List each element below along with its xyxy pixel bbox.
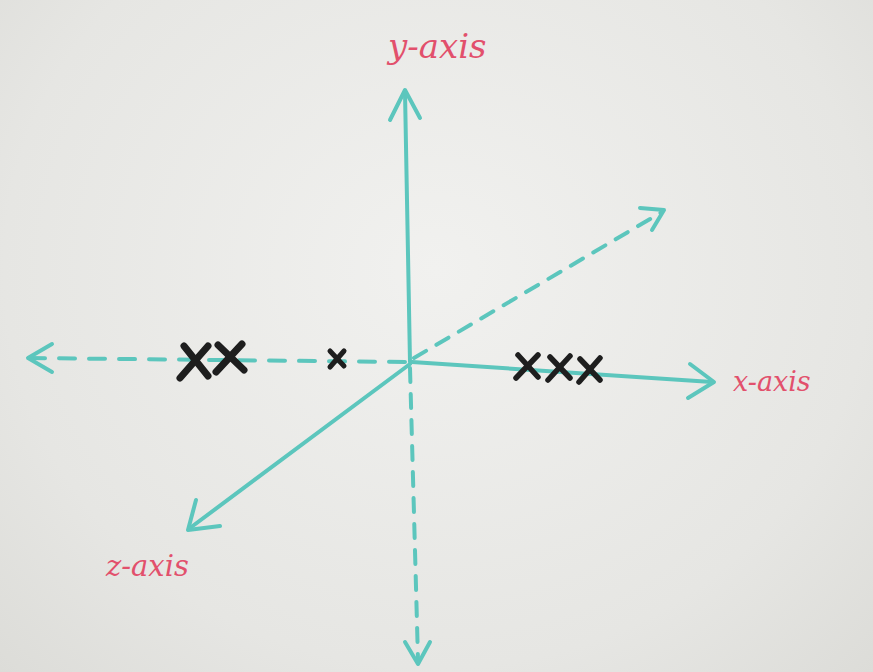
arrowhead (688, 364, 714, 398)
arrowhead (640, 208, 664, 230)
z-axis-dashed (414, 212, 662, 358)
y-axis-line (405, 92, 410, 362)
arrowhead (390, 90, 420, 120)
x-axis-dashed (30, 358, 405, 362)
arrowhead (405, 642, 430, 664)
data-crosses (180, 344, 600, 382)
z-axis-line (190, 364, 410, 528)
x-axis-label: x-axis (733, 367, 811, 397)
z-axis-label: z-axis (106, 551, 189, 583)
arrowhead (188, 500, 220, 530)
y-axis-label: y-axis (388, 28, 486, 65)
arrowhead (28, 344, 52, 372)
y-axis-dashed (410, 368, 418, 660)
